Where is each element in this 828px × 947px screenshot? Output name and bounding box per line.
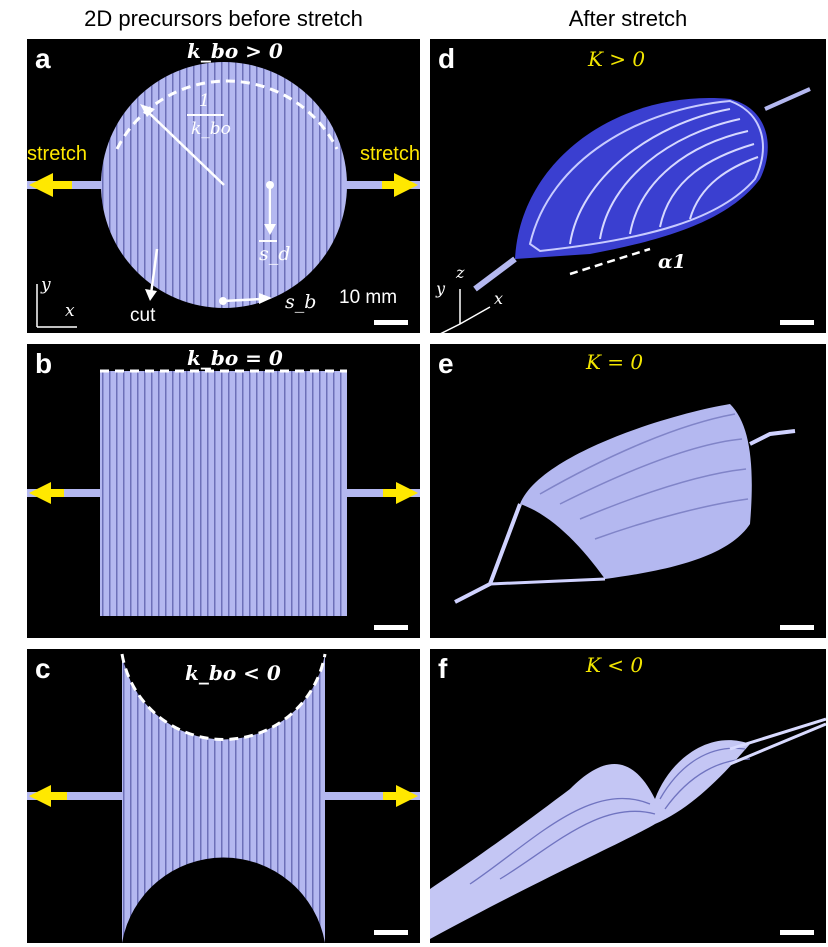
axis-x-label: x (65, 301, 75, 321)
saddle-precursor-image (27, 653, 420, 943)
condition-label: K < 0 (586, 653, 644, 677)
condition-label: K > 0 (588, 47, 646, 71)
angle-label: α1 (658, 251, 686, 273)
panel-e: e K = 0 (430, 344, 826, 638)
cut-label: cut (130, 305, 156, 326)
radius-numerator: 1 (199, 91, 210, 111)
scale-bar (780, 625, 814, 630)
panel-label: e (438, 348, 454, 379)
scale-bar (374, 625, 408, 630)
condition-label: k_bo < 0 (185, 661, 281, 685)
saddle-shape-image (430, 717, 826, 939)
radius-denominator: k_bo (191, 119, 231, 139)
square-precursor-image (27, 369, 420, 616)
panel-d: d K > 0 α1 z y x (430, 39, 826, 333)
condition-label: k_bo = 0 (187, 346, 283, 370)
scale-label: 10 mm (339, 287, 398, 308)
right-column-title: After stretch (568, 6, 688, 31)
sd-label: s_d (259, 243, 291, 265)
dome-shape-image (440, 87, 811, 333)
panel-label: a (35, 43, 51, 74)
scale-bar (374, 930, 408, 935)
panel-b: b k_bo = 0 (27, 344, 420, 638)
stretch-label-left: stretch (27, 143, 88, 165)
axis-y-label: y (41, 275, 51, 295)
condition-label: K = 0 (586, 350, 644, 374)
axis-z-label: z (456, 263, 465, 282)
panel-label: c (35, 653, 51, 684)
axis-x-label: x (494, 289, 504, 308)
sb-label: s_b (285, 291, 317, 313)
stretch-label-right: stretch (359, 143, 420, 165)
panel-label: f (438, 653, 448, 684)
axis-y-label: y (436, 279, 446, 298)
scale-bar (780, 320, 814, 325)
panel-f: f K < 0 (430, 649, 826, 943)
scale-bar (374, 320, 408, 325)
circular-precursor-image (27, 62, 420, 328)
panel-c: c k_bo < 0 (27, 649, 420, 943)
panel-label: b (35, 348, 53, 379)
panel-label: d (438, 43, 456, 74)
panel-a: a k_bo > 0 stretch stretch 1 k_bo s_d s_… (27, 39, 420, 333)
scale-bar (780, 930, 814, 935)
left-column-title: 2D precursors before stretch (84, 6, 363, 31)
cylinder-shape-image (454, 404, 796, 604)
condition-label: k_bo > 0 (187, 39, 283, 63)
